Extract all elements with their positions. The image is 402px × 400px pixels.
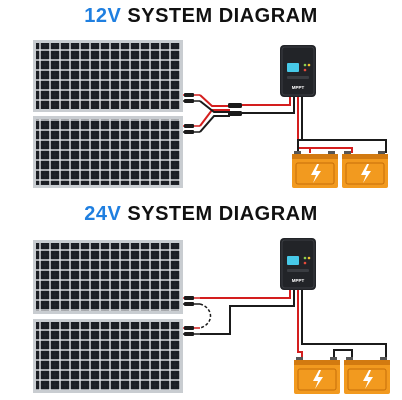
title-voltage-24v: 24V <box>84 203 122 225</box>
charge-controller-12v: MPPT <box>280 45 316 97</box>
battery-cables-12v <box>297 97 387 153</box>
mc4-connector-icon <box>184 93 194 134</box>
battery-cables-24v <box>297 290 387 359</box>
mc4-connector-icon <box>184 296 194 336</box>
pv-cable-to-controller-12v <box>242 96 295 114</box>
title-24v-system-diagram: 24V SYSTEM DIAGRAM <box>0 203 402 226</box>
title-text-24v: SYSTEM DIAGRAM <box>121 203 318 225</box>
battery-12v-right <box>342 151 388 188</box>
series-jumper-cable <box>199 303 212 329</box>
battery-24v-left <box>294 357 340 394</box>
controller-screen <box>287 256 299 265</box>
lightning-bolt-icon <box>311 164 321 183</box>
y-branch-connector-12v <box>199 94 230 133</box>
solar-panel-24v-top <box>33 240 183 314</box>
controller-badge: MPPT <box>292 278 305 283</box>
charge-controller-24v: MPPT <box>280 238 316 290</box>
lightning-bolt-icon <box>313 370 323 389</box>
title-12v-system-diagram: 12V SYSTEM DIAGRAM <box>0 5 402 28</box>
title-text-12v: SYSTEM DIAGRAM <box>121 5 318 27</box>
battery-12v-left <box>292 151 338 188</box>
lightning-bolt-icon <box>361 164 371 183</box>
solar-panel-24v-bottom <box>33 319 183 393</box>
solar-panel-12v-top <box>33 40 183 112</box>
title-voltage-12v: 12V <box>84 5 122 27</box>
lightning-bolt-icon <box>363 370 373 389</box>
controller-screen <box>287 63 299 72</box>
controller-badge: MPPT <box>292 85 305 90</box>
pv-cable-to-controller-24v <box>200 289 295 335</box>
solar-panel-12v-bottom <box>33 116 183 188</box>
battery-24v-right <box>344 357 390 394</box>
y-branch-body-12v <box>228 103 242 116</box>
